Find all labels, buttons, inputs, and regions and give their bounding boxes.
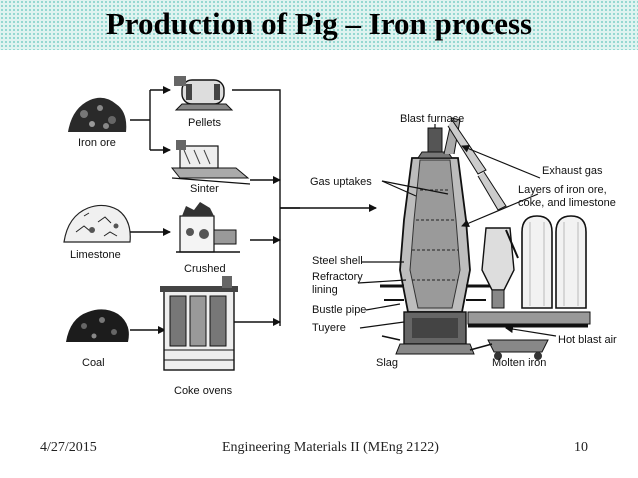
slide-title: Production of Pig – Iron process [105,6,533,41]
limestone-pile [63,204,131,243]
layers-label-line2: coke, and limestone [518,197,616,209]
tuyere-label: Tuyere [312,322,346,334]
limestone-label: Limestone [70,249,121,261]
molten-iron-label: Molten iron [492,357,546,369]
coal-label: Coal [82,357,105,369]
crusher-machine [176,202,240,253]
blast-furnace-label: Blast furnace [400,113,464,125]
iron-ore-label: Iron ore [78,137,116,149]
exhaust-gas-label: Exhaust gas [542,165,603,177]
slag-label: Slag [376,357,398,369]
pig-iron-process-diagram: Iron ore Limestone Coal Pellets [63,76,617,397]
refractory-label-line1: Refractory [312,271,363,283]
coke-ovens-label: Coke ovens [174,385,233,397]
footer-date: 4/27/2015 [40,440,97,455]
bustle-pipe-label: Bustle pipe [312,304,366,316]
refractory-label-line2: lining [312,284,338,296]
gas-uptakes-label: Gas uptakes [310,176,372,188]
hot-blast-stoves [467,215,591,328]
flow-connectors [130,86,377,334]
sinter-machine [170,140,251,185]
hot-blast-air-label: Hot blast air [558,334,617,346]
pellets-machine [174,76,234,111]
hot-metal-car [381,335,549,360]
footer-course: Engineering Materials II (MEng 2122) [222,440,439,455]
crushed-label: Crushed [184,263,226,275]
pellets-label: Pellets [188,117,222,129]
coke-ovens-machine [160,276,238,371]
sinter-label: Sinter [190,183,219,195]
layers-label-line1: Layers of iron ore, [518,184,607,196]
dust-catcher [481,227,519,309]
steel-shell-label: Steel shell [312,255,363,267]
iron-ore-pile [68,97,127,132]
coal-pile [66,309,129,342]
title-band [0,0,638,50]
blast-furnace [380,127,494,355]
furnace-callouts [357,124,557,337]
footer-page-number: 10 [574,440,588,455]
